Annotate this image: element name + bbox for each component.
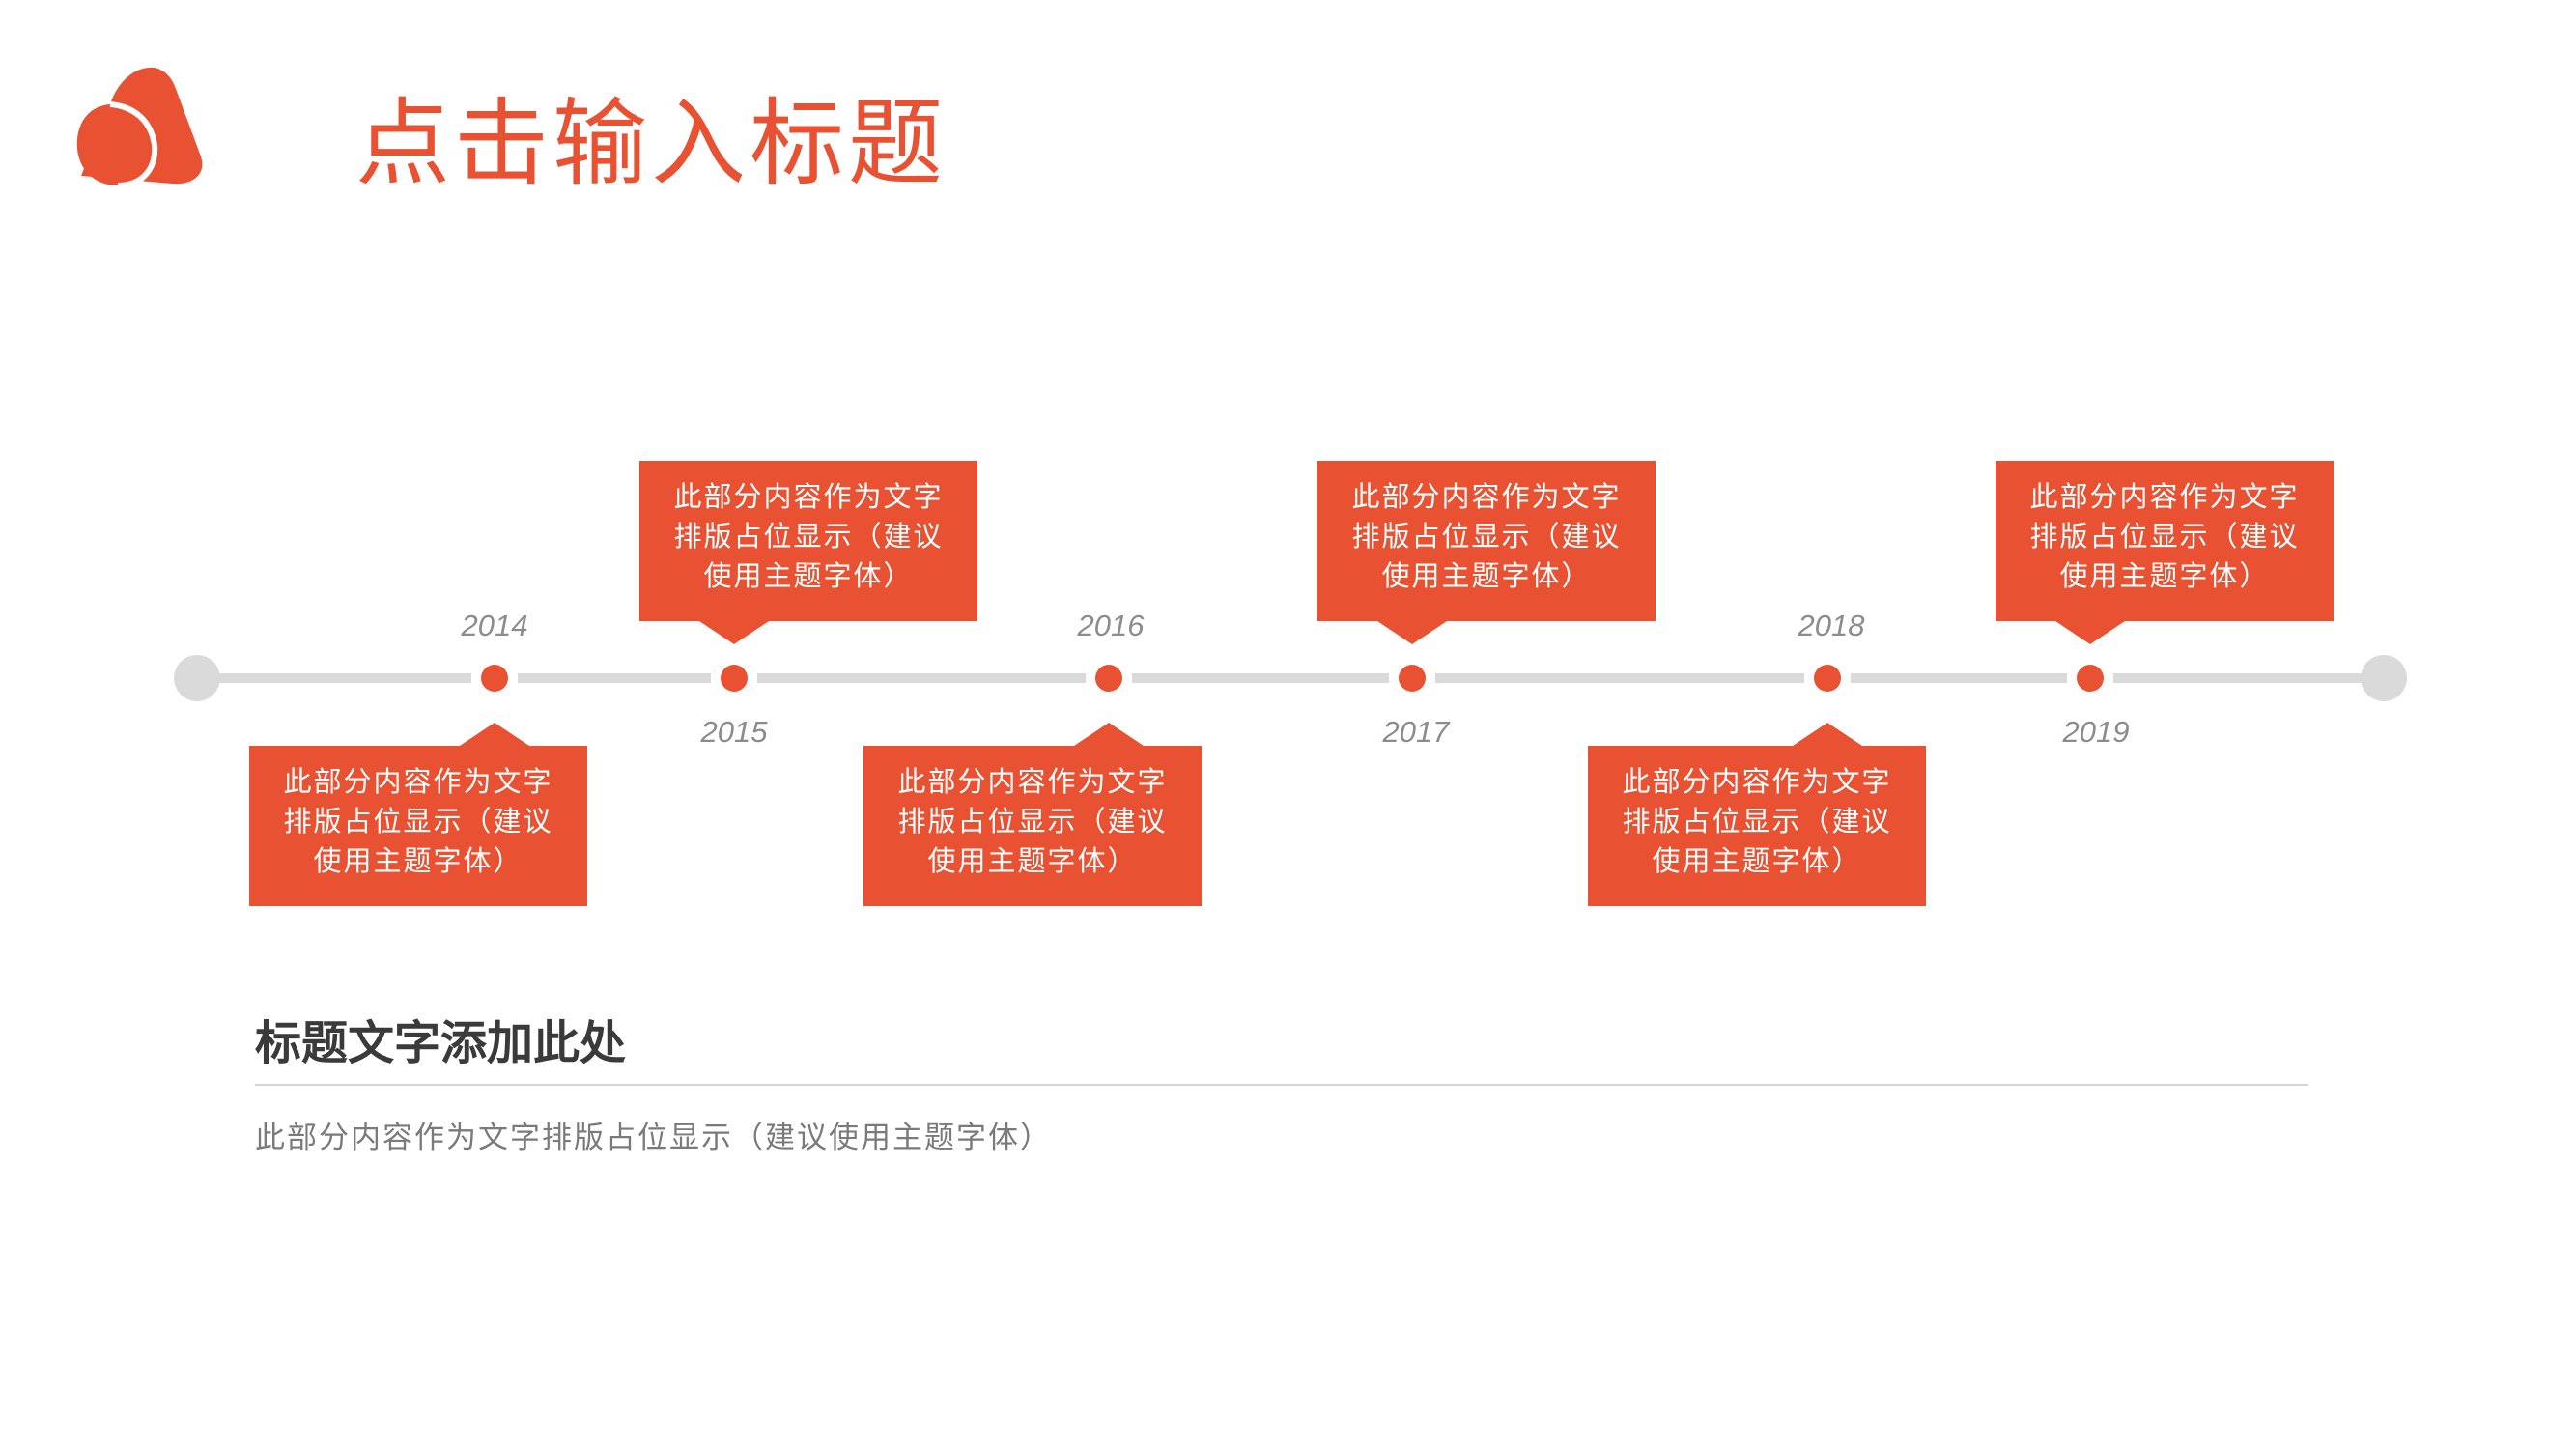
section-divider [255, 1084, 2308, 1086]
callout-2016: 此部分内容作为文字排版占位显示（建议使用主题字体） [863, 746, 1202, 906]
timeline-node-2019 [2067, 665, 2113, 692]
callout-2015: 此部分内容作为文字排版占位显示（建议使用主题字体） [639, 461, 977, 621]
timeline-end-cap [2361, 655, 2407, 701]
timeline-node-2014 [471, 665, 518, 692]
callout-pointer-2014 [460, 723, 529, 746]
callout-pointer-2017 [1377, 621, 1447, 644]
callout-pointer-2019 [2055, 621, 2125, 644]
callout-pointer-2018 [1793, 723, 1862, 746]
timeline-start-cap [174, 655, 220, 701]
page-title: 点击输入标题 [355, 89, 948, 199]
year-label-2018: 2018 [1798, 609, 1865, 642]
section-body: 此部分内容作为文字排版占位显示（建议使用主题字体） [255, 1121, 1052, 1155]
timeline-node-2015 [711, 665, 757, 692]
callout-2014: 此部分内容作为文字排版占位显示（建议使用主题字体） [249, 746, 587, 906]
timeline-node-2017 [1389, 665, 1435, 692]
timeline: 2014 2015 2016 2017 2018 2019 此部分内容作为文字排… [174, 461, 2407, 906]
year-label-2014: 2014 [461, 609, 528, 642]
callout-pointer-2016 [1074, 723, 1144, 746]
callout-2018: 此部分内容作为文字排版占位显示（建议使用主题字体） [1588, 746, 1926, 906]
year-label-2016: 2016 [1077, 609, 1145, 642]
year-label-2015: 2015 [700, 715, 768, 749]
section-title: 标题文字添加此处 [255, 1016, 627, 1070]
callout-pointer-2015 [699, 621, 769, 644]
timeline-node-2018 [1804, 665, 1851, 692]
timeline-track [174, 655, 2407, 701]
year-label-2019: 2019 [2062, 715, 2130, 749]
timeline-node-2016 [1086, 665, 1132, 692]
callout-2019: 此部分内容作为文字排版占位显示（建议使用主题字体） [1996, 461, 2334, 621]
callout-2017: 此部分内容作为文字排版占位显示（建议使用主题字体） [1317, 461, 1656, 621]
logo-icon [76, 67, 203, 187]
year-label-2017: 2017 [1382, 715, 1450, 749]
